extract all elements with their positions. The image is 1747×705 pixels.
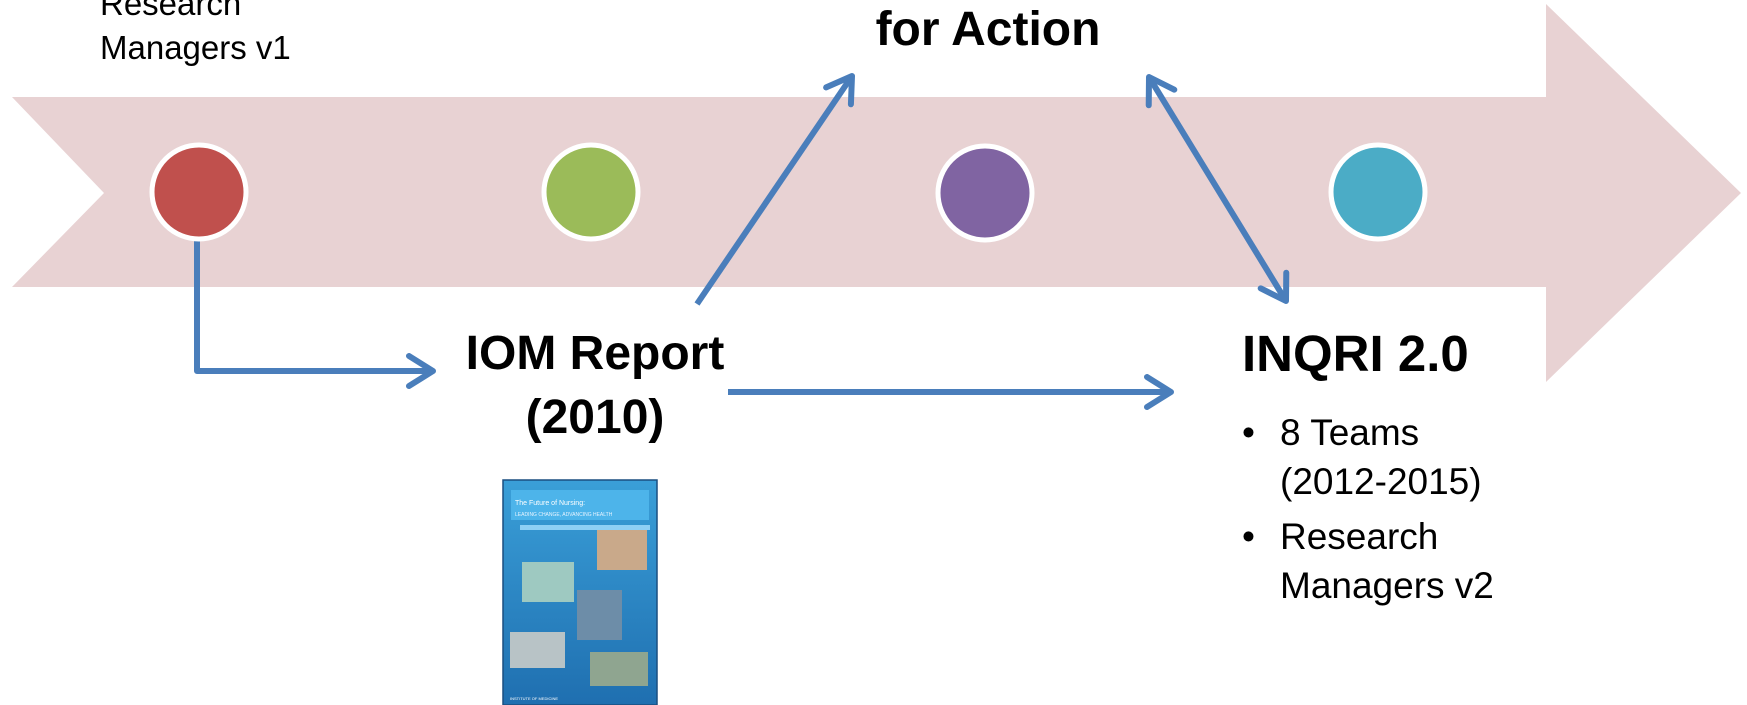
connector-action-inqri bbox=[1145, 74, 1290, 304]
call-for-action-title: for Action bbox=[875, 3, 1101, 56]
connector-iom-to-action bbox=[694, 73, 855, 306]
book-photo-5 bbox=[590, 652, 648, 686]
bullet-icon: • bbox=[1242, 516, 1255, 557]
book-cover-title: The Future of Nursing: bbox=[515, 500, 585, 507]
book-photo-3 bbox=[577, 590, 622, 640]
inqri-bullet-item: • Research Managers v2 bbox=[1242, 512, 1662, 610]
book-cover-image: The Future of Nursing: LEADING CHANGE, A… bbox=[502, 479, 658, 705]
timeline-node-green bbox=[541, 142, 641, 242]
iom-report-title: IOM Report (2010) bbox=[430, 322, 760, 450]
timeline-node-purple bbox=[935, 143, 1035, 243]
bullet-icon: • bbox=[1242, 412, 1255, 453]
inqri-bullet-text: Research Managers v2 bbox=[1280, 516, 1494, 606]
connector-red-to-iom bbox=[194, 240, 436, 389]
timeline-arrow bbox=[12, 4, 1741, 382]
top-left-line-1: Research bbox=[100, 0, 242, 22]
inqri-bullet-text: 8 Teams (2012-2015) bbox=[1280, 412, 1482, 502]
book-photo-2 bbox=[522, 562, 574, 602]
top-left-note: Research Managers v1 bbox=[100, 0, 291, 70]
iom-report-line-2: (2010) bbox=[525, 391, 665, 444]
book-photo-1 bbox=[597, 530, 647, 570]
top-left-line-2: Managers v1 bbox=[100, 29, 291, 66]
inqri-bullet-list: • 8 Teams (2012-2015) • Research Manager… bbox=[1242, 408, 1662, 616]
book-cover-publisher: INSTITUTE OF MEDICINE bbox=[510, 696, 558, 701]
timeline-node-red bbox=[149, 142, 249, 242]
inqri-bullet-item: • 8 Teams (2012-2015) bbox=[1242, 408, 1662, 506]
inqri-title: INQRI 2.0 bbox=[1242, 325, 1469, 382]
book-cover-subtitle: LEADING CHANGE, ADVANCING HEALTH bbox=[515, 512, 613, 518]
iom-report-line-1: IOM Report bbox=[465, 327, 725, 380]
timeline-node-teal bbox=[1328, 142, 1428, 242]
book-photo-4 bbox=[510, 632, 565, 668]
